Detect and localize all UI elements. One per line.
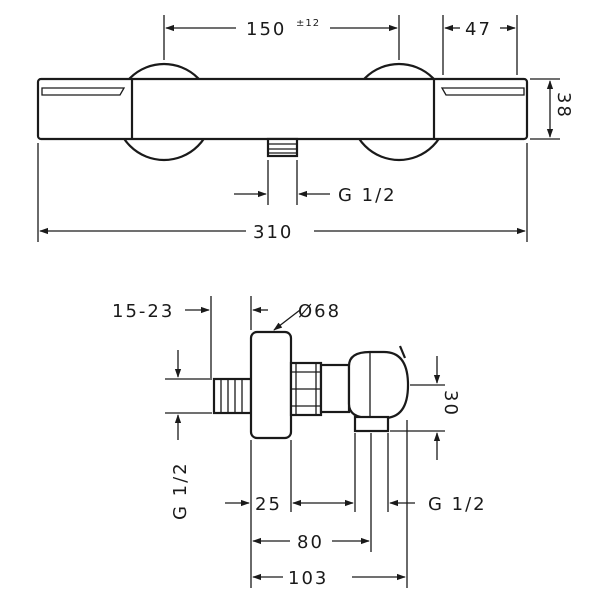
dim-outlet-thread-label: G 1/2 (338, 185, 397, 206)
dim-outlet-distance-label: 80 (297, 532, 324, 553)
side-view: 15-23 Ø68 G 1/2 30 25 G 1/2 80 (112, 296, 487, 589)
dim-height-label: 38 (553, 92, 574, 119)
dim-total-width-label: 310 (253, 222, 293, 243)
dim-diameter-label: Ø68 (298, 301, 341, 322)
valve-body-side (347, 350, 410, 420)
top-view: 150 ±12 47 38 G 1/2 310 (36, 15, 574, 243)
dim-end-width-label: 47 (465, 19, 492, 40)
outlet-nut (266, 137, 299, 158)
wall-flange-side (249, 330, 293, 440)
dim-spacing-label: 150 (246, 19, 286, 40)
dim-flange-depth-label: 25 (255, 494, 282, 515)
dim-connection-range-label: 15-23 (112, 301, 174, 322)
dim-outlet-thread-side-label: G 1/2 (428, 494, 487, 515)
outlet-spout (353, 415, 390, 433)
dim-total-depth-label: 103 (288, 568, 328, 589)
dim-spacing-tolerance: ±12 (296, 18, 320, 29)
inlet-thread (212, 377, 253, 415)
dim-outlet-offset-label: 30 (440, 390, 461, 417)
dim-inlet-thread-label: G 1/2 (170, 461, 191, 520)
